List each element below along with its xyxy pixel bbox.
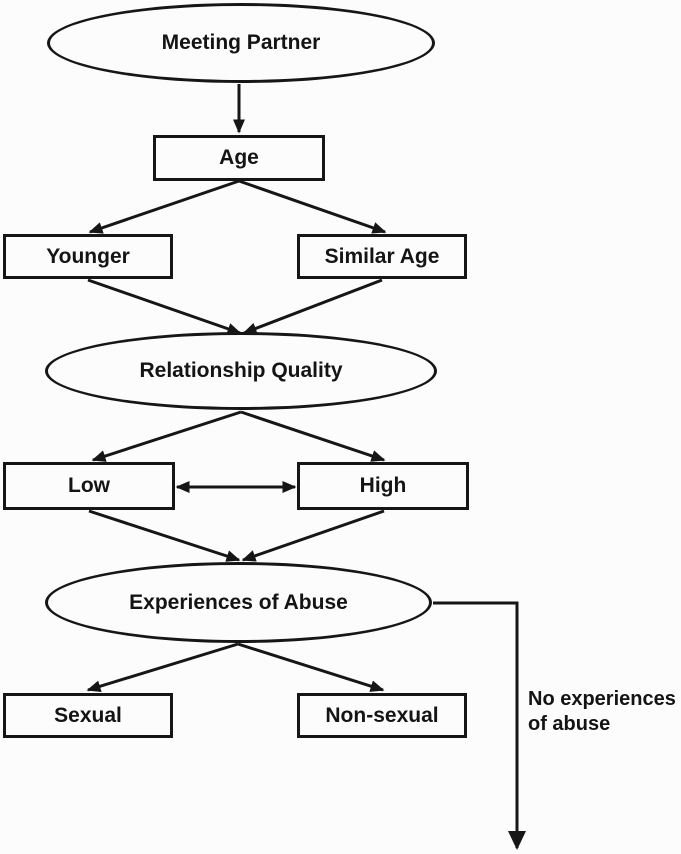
edge-relationship-quality-low: [91, 410, 242, 462]
node-sexual: Sexual: [3, 693, 173, 738]
node-meeting-partner-label: Meeting Partner: [161, 31, 321, 54]
node-low-label: Low: [68, 474, 110, 497]
edge-high-experiences-of-abuse: [241, 509, 385, 562]
edge-experiences-of-abuse-non-sexual: [237, 642, 385, 692]
node-relationship-quality-label: Relationship Quality: [139, 359, 343, 382]
node-similar-age-label: Similar Age: [324, 244, 440, 268]
node-non-sexual: Non-sexual: [297, 693, 467, 738]
node-younger: Younger: [3, 234, 173, 279]
edge-younger-relationship-quality: [87, 278, 242, 335]
node-younger-label: Younger: [46, 244, 130, 268]
edge-age-younger: [88, 179, 240, 234]
node-high-label: High: [359, 474, 407, 497]
edge-experiences-of-abuse-sexual: [86, 642, 239, 693]
node-non-sexual-label: Non-sexual: [325, 703, 439, 727]
edge-age-similar-age: [238, 179, 387, 234]
node-similar-age: Similar Age: [297, 234, 467, 279]
edge-low-experiences-of-abuse: [88, 509, 241, 562]
node-low: Low: [3, 462, 175, 510]
node-sexual-label: Sexual: [54, 703, 122, 727]
edge-relationship-quality-high: [240, 410, 386, 462]
edge-similar-age-relationship-quality: [242, 278, 383, 335]
node-experiences-of-abuse-label: Experiences of Abuse: [129, 590, 348, 614]
node-experiences-of-abuse: Experiences of Abuse: [45, 562, 432, 643]
no-experiences-of-abuse-label: No experiences of abuse: [528, 688, 676, 735]
node-age-label: Age: [219, 146, 259, 169]
node-high: High: [297, 462, 469, 510]
node-meeting-partner: Meeting Partner: [47, 3, 435, 83]
node-relationship-quality: Relationship Quality: [45, 332, 437, 410]
node-age: Age: [153, 135, 325, 181]
